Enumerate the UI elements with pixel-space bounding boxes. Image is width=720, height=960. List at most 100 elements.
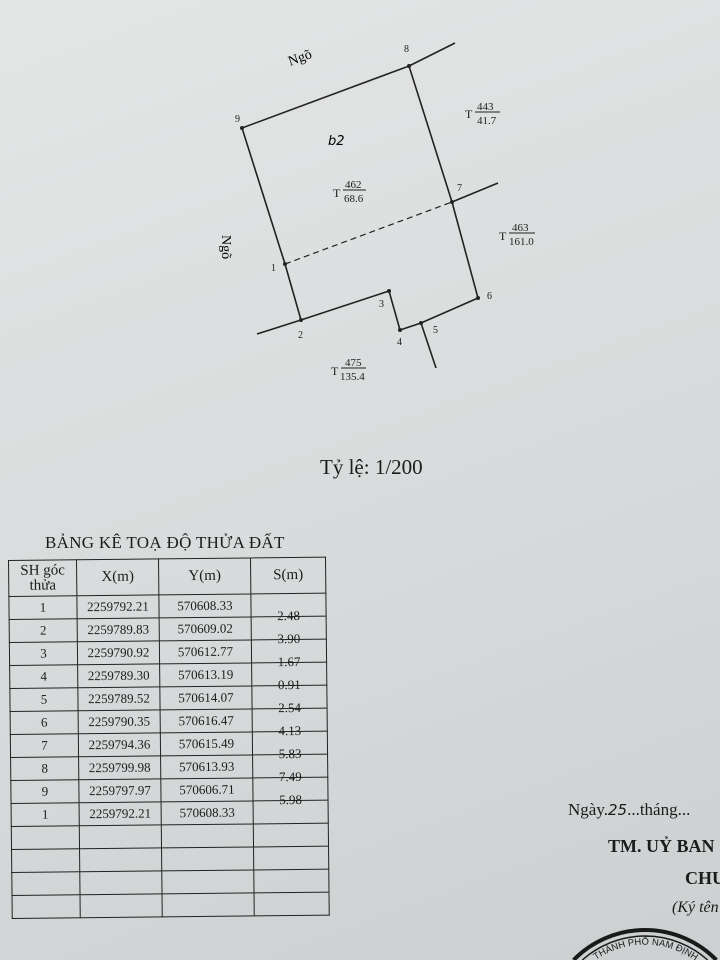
- road-label-top: Ngõ: [286, 47, 314, 69]
- cell-y-value: 570608.33: [179, 804, 235, 821]
- cell-y: [161, 846, 254, 871]
- cell-s-value: 7.49: [278, 768, 302, 785]
- svg-text:475: 475: [345, 357, 362, 369]
- cell-x-value: 2259794.36: [88, 736, 151, 753]
- svg-text:68.6: 68.6: [344, 193, 364, 205]
- cell-s-value: 5.98: [279, 791, 302, 808]
- cell-y-value: 570616.47: [178, 712, 234, 729]
- header-sh: SH góc thửa: [8, 559, 77, 597]
- date-line: Ngày.25...tháng...: [568, 800, 690, 820]
- cell-x: 2259789.52: [77, 686, 161, 711]
- cell-sh: [11, 871, 81, 896]
- point-label-5: 5: [433, 325, 438, 336]
- cell-y: 570608.33: [161, 800, 254, 825]
- cell-y: 570614.07: [159, 685, 253, 710]
- cell-sh: 4: [9, 664, 78, 689]
- signer-title: CHU: [685, 868, 720, 888]
- cell-sh: 9: [10, 779, 80, 804]
- cell-x: 2259789.30: [77, 663, 160, 688]
- cell-x-value: 2259789.30: [87, 667, 150, 684]
- point-label-3: 3: [379, 299, 384, 310]
- boundary-line-2: [256, 319, 302, 335]
- svg-text:T: T: [331, 364, 339, 378]
- cell-sh-value: 2: [39, 622, 47, 638]
- cell-x: 2259792.21: [79, 801, 162, 826]
- parcel-label-443: T 443 41.7: [465, 101, 500, 127]
- cell-x: [79, 847, 162, 872]
- point-label-8: 8: [404, 44, 409, 55]
- cell-sh-value: 3: [40, 645, 47, 661]
- cell-sh-value: 7: [41, 737, 48, 753]
- boundary-line-5: [420, 322, 437, 369]
- cell-sh: [11, 848, 80, 873]
- table-row: [11, 846, 329, 873]
- cell-x: 2259794.36: [78, 732, 161, 757]
- svg-text:T: T: [333, 186, 341, 200]
- cell-y: 570608.33: [158, 593, 252, 618]
- cell-x: [80, 893, 163, 918]
- cell-x-value: 2259792.21: [87, 598, 149, 615]
- parcel-label-463: T 463 161.0: [499, 222, 535, 248]
- point-label-4: 4: [397, 337, 402, 348]
- cell-x: [79, 870, 163, 895]
- point-label-9: 9: [235, 114, 240, 125]
- cell-y: 570615.49: [160, 731, 253, 756]
- cell-y: 570613.19: [159, 662, 252, 687]
- cell-y: 570609.02: [159, 616, 252, 641]
- cell-sh: 6: [10, 710, 79, 735]
- sign-note: (Ký tên: [672, 899, 719, 916]
- cell-y-value: 570606.71: [179, 781, 235, 798]
- cell-s-value: 4.13: [278, 722, 302, 739]
- cell-x: 2259799.98: [78, 755, 161, 780]
- cell-s: [253, 869, 329, 893]
- cell-y-value: 570613.19: [178, 666, 234, 683]
- cell-y: 570616.47: [160, 708, 253, 733]
- cell-s: [253, 892, 330, 916]
- svg-text:T: T: [499, 229, 507, 243]
- dashed-divider: [284, 201, 453, 265]
- cell-y-value: 570615.49: [178, 735, 235, 752]
- cell-y: 570606.71: [160, 777, 254, 802]
- cell-x-value: 2259790.92: [87, 644, 150, 661]
- cell-x-value: 2259789.83: [87, 621, 150, 638]
- cell-x: 2259790.92: [77, 640, 160, 665]
- cell-sh-value: 5: [40, 691, 48, 707]
- cell-sh: 5: [9, 687, 79, 712]
- cell-sh: 1: [8, 595, 78, 620]
- cell-sh-value: 1: [39, 599, 47, 615]
- cell-x: [79, 824, 162, 849]
- point-label-7: 7: [457, 183, 462, 194]
- table-row: [12, 892, 330, 919]
- cell-x-value: 2259799.98: [88, 759, 151, 776]
- cell-x-value: 2259792.21: [89, 805, 152, 822]
- cell-s: 2.48: [250, 593, 327, 623]
- cell-x: 2259792.21: [76, 594, 160, 619]
- cell-sh: 1: [11, 802, 80, 827]
- svg-text:41.7: 41.7: [477, 115, 497, 127]
- boundary-line-7: [451, 182, 499, 203]
- cell-y: [161, 869, 254, 894]
- cell-sh: [12, 894, 81, 919]
- cell-s-value: 2.54: [278, 699, 302, 716]
- cell-s: [253, 823, 329, 847]
- svg-text:462: 462: [345, 179, 362, 191]
- cell-s-value: 1.67: [277, 653, 301, 670]
- cell-sh: [11, 825, 80, 850]
- cell-x-value: 2259797.97: [88, 782, 151, 799]
- org-title: TM. UỶ BAN: [608, 836, 715, 856]
- road-label-left: Ngõ: [218, 235, 233, 259]
- cell-y: [161, 823, 254, 848]
- point-label-6: 6: [487, 291, 492, 302]
- cell-y-value: 570608.33: [177, 597, 233, 614]
- table-row: 1 2259792.21 570608.33 2.48: [8, 593, 327, 623]
- point-label-1: 1: [271, 263, 276, 274]
- date-day: 25: [607, 801, 628, 819]
- cell-s-value: 0.91: [277, 676, 301, 693]
- parcel-label-462: T 462 68.6: [333, 179, 366, 205]
- cell-y-value: 570613.93: [178, 758, 235, 775]
- cell-sh: 8: [10, 756, 79, 781]
- cell-sh: 7: [10, 733, 79, 758]
- cell-x-value: 2259789.52: [88, 690, 150, 707]
- date-prefix: Ngày.: [568, 800, 608, 819]
